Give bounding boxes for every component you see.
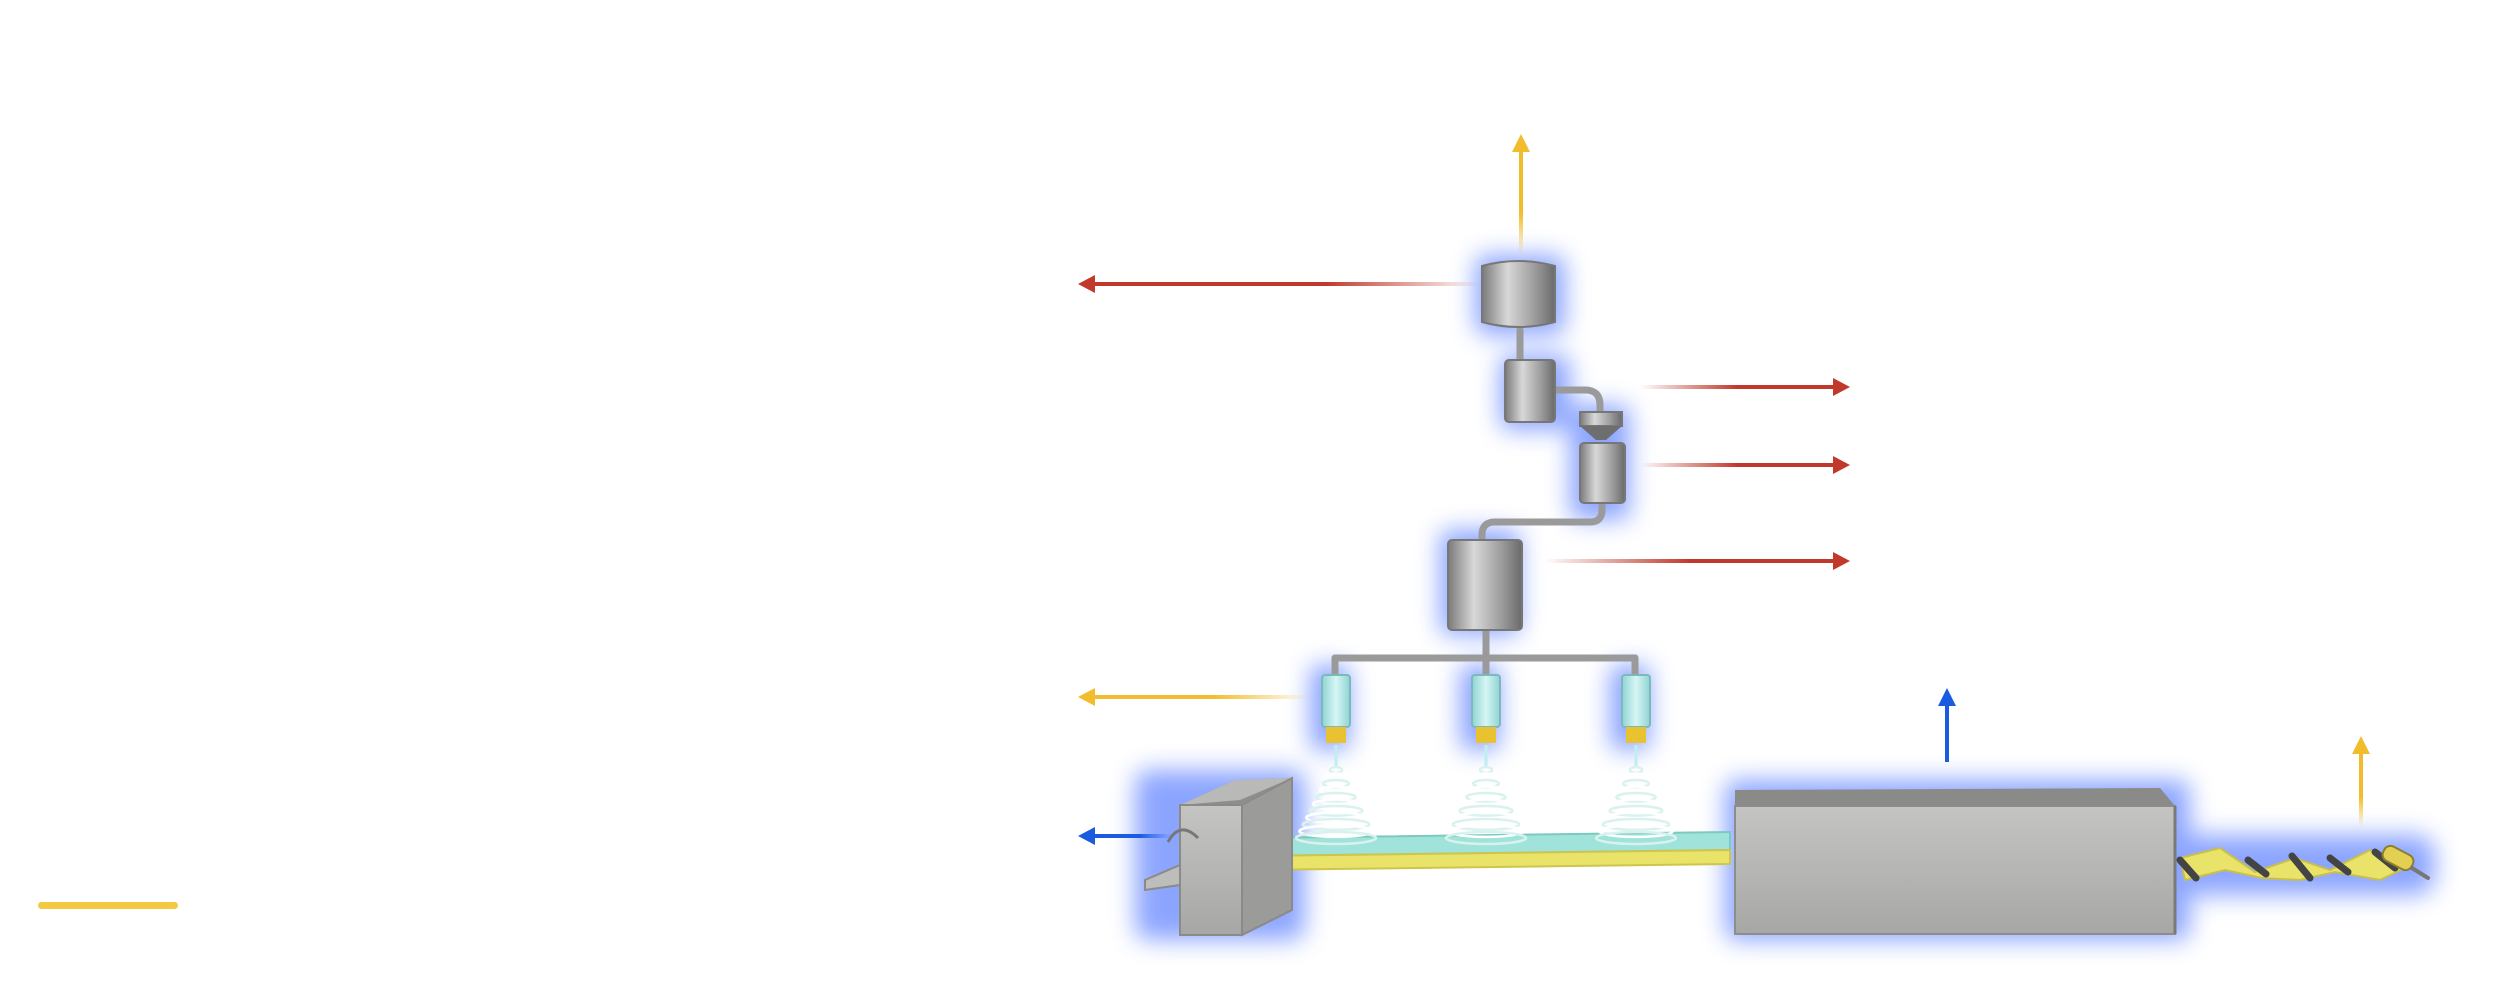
arrow-second-vessel-output-right [1640,378,1850,396]
arrow-ribbon-output-up [2352,736,2370,827]
fiber-cones [1294,745,1678,846]
arrow-third-vessel-output-right [1640,456,1850,474]
third-vessel [1579,442,1626,504]
fiber-cone-3 [1594,745,1678,846]
spray-nozzle-1 [1321,674,1351,743]
arrow-main-tank-output-right [1545,552,1850,570]
top-vessel [1481,260,1556,328]
main-tank [1447,539,1523,631]
arrow-top-vessel-output-up [1512,134,1530,255]
flow-arrows [1078,134,2370,845]
second-vessel [1504,359,1556,423]
accent-line [38,902,178,909]
arrow-nozzle-output-left [1078,688,1310,706]
spray-nozzle-2 [1471,674,1501,743]
piping [1331,326,1639,679]
output-connector [2381,844,2430,880]
arrow-top-vessel-output-left [1078,275,1480,293]
arrow-chamber-output-up [1938,688,1956,762]
output-ribbon [2176,844,2430,882]
fiber-cone-2 [1444,745,1528,846]
arrow-roller-output-left [1078,827,1172,845]
fiber-cone-1 [1294,745,1378,846]
spray-nozzle-3 [1621,674,1651,743]
processing-chamber [1734,788,2177,935]
roller-block [1144,776,1293,937]
funnel-unit [1579,411,1623,440]
